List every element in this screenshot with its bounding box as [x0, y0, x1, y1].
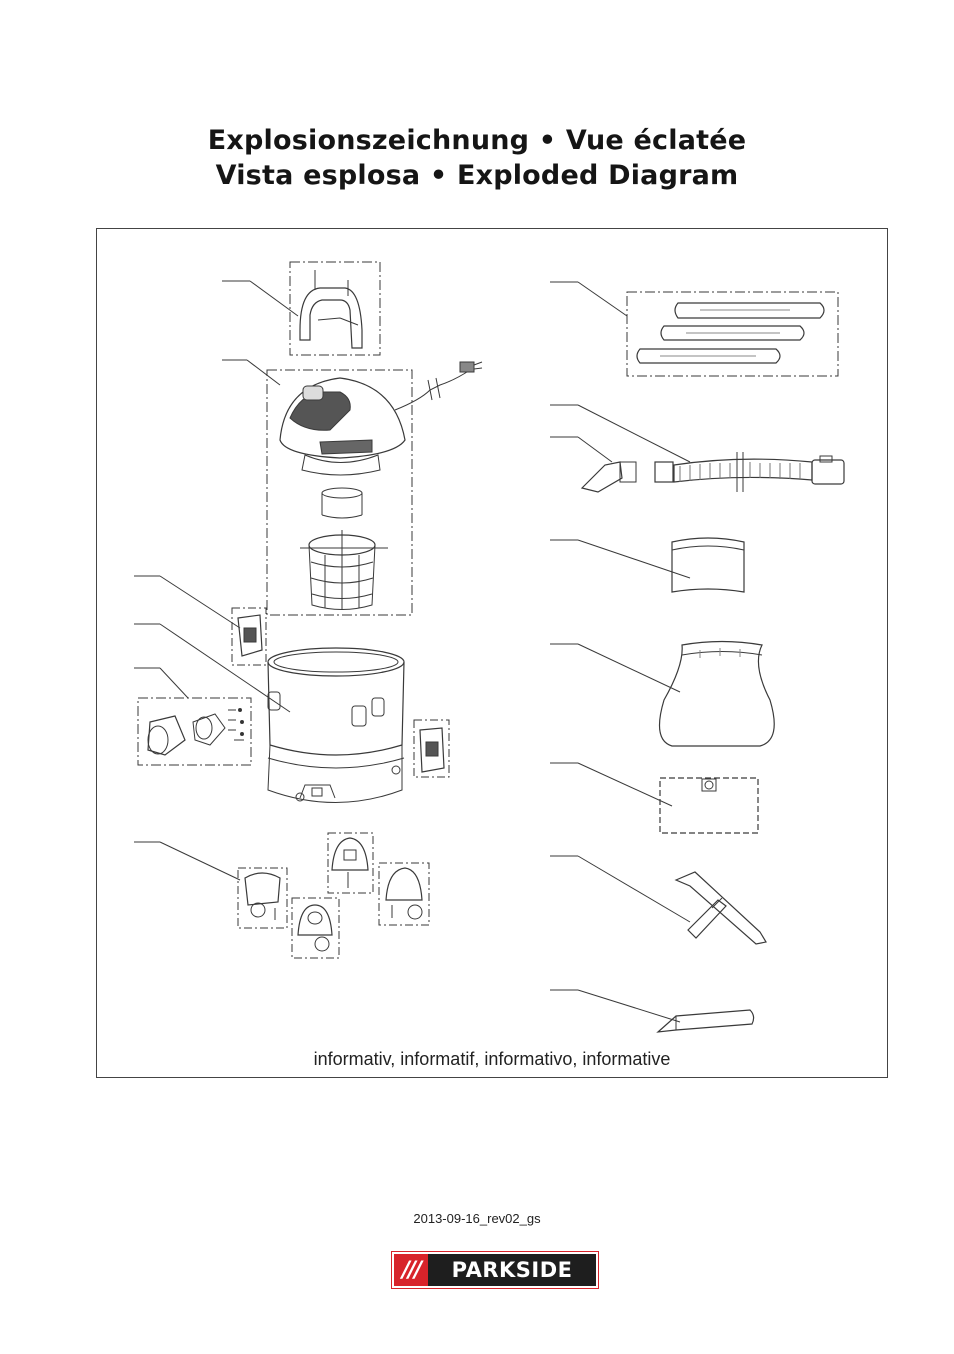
diagram-caption: informativ, informatif, informativo, inf… [313, 1049, 671, 1069]
carry-handle-part [222, 261, 381, 356]
crevice-nozzle-part [550, 989, 755, 1033]
castor-wheels-part [134, 832, 430, 959]
clip-latch-part [413, 719, 450, 778]
suction-hose-part [550, 404, 845, 493]
parkside-logo: /// PARKSIDE [391, 1251, 599, 1289]
page-title-line-2: Vista esplosa • Exploded Diagram [215, 160, 739, 191]
blow-outlet-part [134, 667, 252, 766]
dust-bag-cloth-part [550, 640, 775, 747]
logo-brand-name: PARKSIDE [428, 1254, 596, 1286]
foam-filter-sleeve-part [550, 537, 745, 593]
logo-slashes: /// [402, 1257, 422, 1283]
extension-tubes-part [550, 281, 839, 377]
page-title-line-1: Explosionszeichnung • Vue éclatée [207, 125, 747, 156]
container-part [134, 623, 405, 803]
motor-head-part [222, 359, 483, 616]
float-valve-part [134, 575, 267, 666]
filter-cage-part [300, 530, 388, 610]
paper-filter-bag-part [550, 762, 759, 834]
revision-code: 2013-09-16_rev02_gs [413, 1211, 541, 1226]
diagram-frame [96, 228, 888, 1078]
floor-nozzle-part [550, 855, 767, 945]
filter-foam-part [321, 487, 363, 519]
